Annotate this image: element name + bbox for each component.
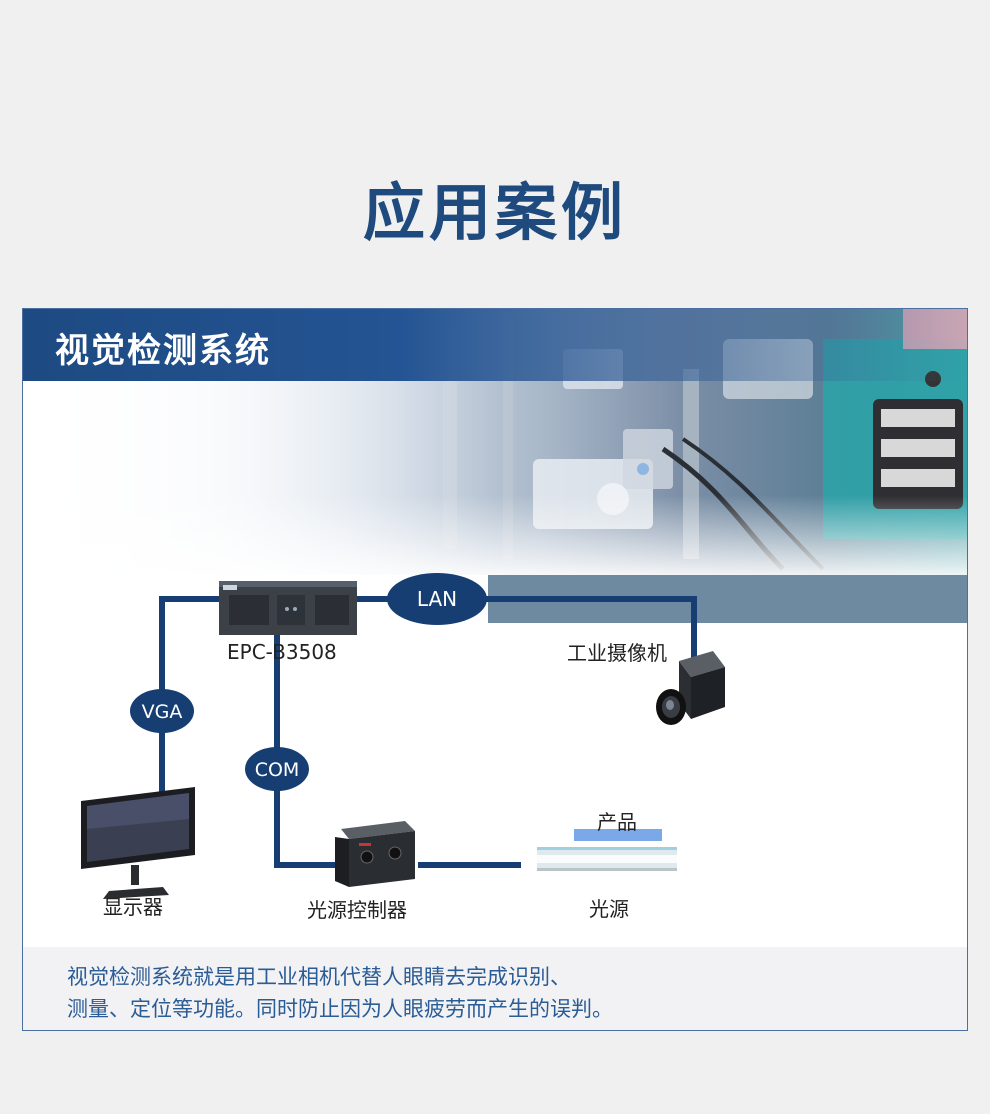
page-title: 应用案例 (362, 176, 627, 249)
vga-badge: VGA (130, 689, 194, 733)
vga-label: VGA (142, 701, 183, 723)
system-diagram: LAN VGA COM (81, 573, 725, 899)
monitor-label: 显示器 (103, 895, 163, 919)
com-label: COM (255, 759, 300, 781)
section-title: 视觉检测系统 (55, 331, 271, 371)
product-label: 产品 (597, 810, 637, 834)
description-band: 视觉检测系统就是用工业相机代替人眼睛去完成识别、 测量、定位等功能。同时防止因为… (23, 947, 967, 1030)
com-badge: COM (245, 747, 309, 791)
section-header: 视觉检测系统 (23, 309, 967, 381)
light-controller-icon (335, 821, 415, 887)
camera-label: 工业摄像机 (567, 641, 667, 665)
light-source-icon (537, 847, 677, 871)
light-source-label: 光源 (589, 897, 629, 921)
com-cable (274, 634, 341, 868)
lan-label: LAN (417, 587, 457, 611)
monitor-icon (81, 787, 195, 899)
controller-label: EPC-B3508 (227, 640, 337, 664)
case-card: 视觉检测系统 (22, 308, 968, 1031)
description-line-1: 视觉检测系统就是用工业相机代替人眼睛去完成识别、 (67, 965, 571, 989)
camera-icon (656, 651, 725, 725)
lan-badge: LAN (387, 573, 487, 625)
light-controller-label: 光源控制器 (307, 898, 407, 922)
description-line-2: 测量、定位等功能。同时防止因为人眼疲劳而产生的误判。 (67, 997, 613, 1021)
product-bar (574, 829, 662, 841)
industrial-pc-icon (219, 581, 357, 635)
